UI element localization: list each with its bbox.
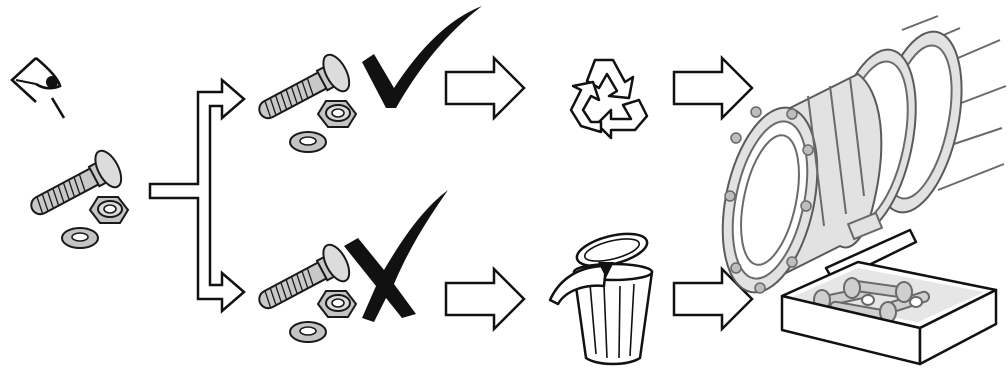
arrow-to-coupling [674,58,752,118]
bolt-set-inspected [23,147,128,248]
bolt-set-bad [251,241,356,342]
bolt-set-good [251,51,356,152]
recycle-icon [571,60,647,138]
arrow-to-recycle [446,58,524,118]
trash-can-icon [550,228,652,364]
eye-icon [12,58,64,118]
split-arrow [150,80,244,311]
arrow-to-trash [446,269,524,329]
cross-mark-icon [344,190,448,322]
